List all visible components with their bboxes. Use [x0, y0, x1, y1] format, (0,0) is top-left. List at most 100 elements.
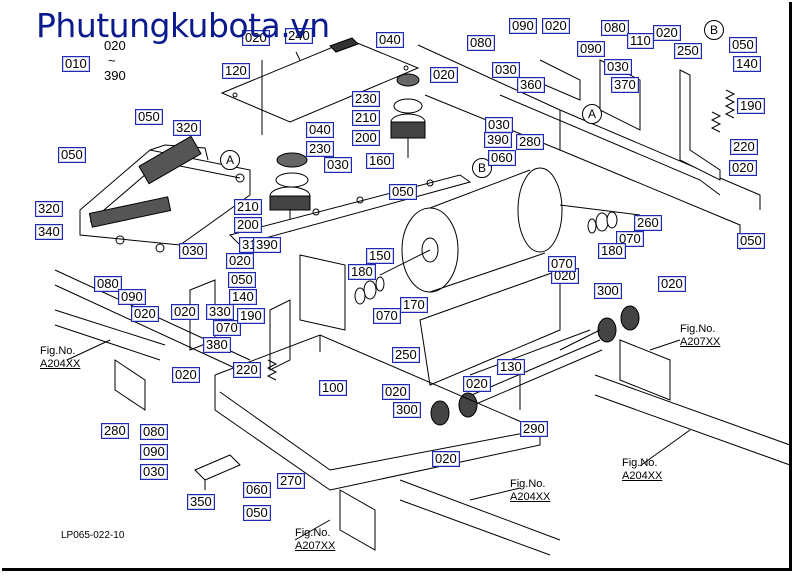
fig-ref: Fig.No.A207XX — [680, 323, 721, 348]
part-callout[interactable]: 040 — [306, 122, 334, 138]
part-callout[interactable]: 160 — [366, 153, 394, 169]
part-callout[interactable]: 140 — [733, 56, 761, 72]
part-callout[interactable]: 020 — [226, 253, 254, 269]
part-callout[interactable]: 390 — [253, 237, 281, 253]
fig-ref: Fig.No.A204XX — [510, 478, 551, 503]
part-callout[interactable]: 120 — [222, 63, 250, 79]
part-callout[interactable]: 260 — [634, 215, 662, 231]
part-callout[interactable]: 320 — [35, 201, 63, 217]
part-callout[interactable]: 020 — [382, 384, 410, 400]
part-callout[interactable]: 100 — [319, 380, 347, 396]
part-callout[interactable]: 080 — [140, 424, 168, 440]
part-callout[interactable]: 020 — [171, 304, 199, 320]
part-callout[interactable]: 090 — [118, 289, 146, 305]
diagram-frame — [2, 2, 792, 571]
part-callout[interactable]: 070 — [373, 308, 401, 324]
part-callout[interactable]: 020 — [463, 376, 491, 392]
part-callout[interactable]: 240 — [285, 28, 313, 44]
part-callout[interactable]: 360 — [517, 77, 545, 93]
circle-letter-b: B — [472, 158, 492, 178]
part-callout[interactable]: 210 — [234, 199, 262, 215]
range-to: 390 — [104, 68, 126, 83]
part-range-note: 020 ~ 390 — [104, 38, 126, 83]
part-callout[interactable]: 070 — [548, 256, 576, 272]
part-callout[interactable]: 210 — [352, 110, 380, 126]
part-callout[interactable]: 300 — [393, 402, 421, 418]
part-callout[interactable]: 060 — [488, 150, 516, 166]
part-callout[interactable]: 370 — [611, 77, 639, 93]
part-callout[interactable]: 340 — [35, 224, 63, 240]
circle-letter-a: A — [220, 150, 240, 170]
part-callout[interactable]: 040 — [376, 32, 404, 48]
part-callout[interactable]: 020 — [653, 25, 681, 41]
part-callout[interactable]: 190 — [737, 98, 765, 114]
part-callout[interactable]: 050 — [737, 233, 765, 249]
part-callout[interactable]: 030 — [485, 117, 513, 133]
range-tilde: ~ — [108, 53, 116, 68]
part-callout[interactable]: 330 — [206, 304, 234, 320]
part-callout[interactable]: 020 — [542, 18, 570, 34]
part-callout[interactable]: 110 — [627, 33, 654, 49]
part-callout[interactable]: 380 — [203, 337, 231, 353]
part-callout[interactable]: 010 — [62, 56, 90, 72]
part-callout[interactable]: 190 — [237, 308, 265, 324]
part-callout[interactable]: 220 — [730, 139, 758, 155]
part-callout[interactable]: 020 — [658, 276, 686, 292]
part-callout[interactable]: 250 — [392, 347, 420, 363]
part-callout[interactable]: 030 — [492, 62, 520, 78]
part-callout[interactable]: 180 — [348, 264, 376, 280]
part-callout[interactable]: 090 — [577, 41, 605, 57]
part-callout[interactable]: 030 — [604, 59, 632, 75]
cover-plate — [220, 39, 420, 123]
part-callout[interactable]: 140 — [229, 289, 257, 305]
part-callout[interactable]: 030 — [324, 157, 352, 173]
part-callout[interactable]: 080 — [94, 276, 122, 292]
part-callout[interactable]: 180 — [598, 243, 626, 259]
part-callout[interactable]: 020 — [172, 367, 200, 383]
part-callout[interactable]: 030 — [179, 243, 207, 259]
part-callout[interactable]: 020 — [729, 160, 757, 176]
part-callout[interactable]: 300 — [594, 283, 622, 299]
part-callout[interactable]: 030 — [140, 464, 168, 480]
part-callout[interactable]: 220 — [233, 362, 261, 378]
part-callout[interactable]: 200 — [352, 130, 380, 146]
part-callout[interactable]: 050 — [243, 505, 271, 521]
part-callout[interactable]: 150 — [366, 248, 394, 264]
part-callout[interactable]: 050 — [729, 37, 757, 53]
part-callout[interactable]: 280 — [516, 134, 544, 150]
part-callout[interactable]: 020 — [430, 67, 458, 83]
part-callout[interactable]: 060 — [243, 482, 271, 498]
part-callout[interactable]: 020 — [432, 451, 460, 467]
circle-letter-b: B — [704, 20, 724, 40]
part-callout[interactable]: 350 — [187, 494, 215, 510]
part-callout[interactable]: 020 — [242, 30, 270, 46]
part-callout[interactable]: 290 — [520, 421, 548, 437]
part-callout[interactable]: 050 — [58, 147, 86, 163]
part-callout[interactable]: 050 — [389, 184, 417, 200]
part-callout[interactable]: 050 — [135, 109, 163, 125]
part-callout[interactable]: 320 — [173, 120, 201, 136]
part-callout[interactable]: 270 — [277, 473, 305, 489]
part-callout[interactable]: 250 — [674, 43, 702, 59]
part-callout[interactable]: 280 — [101, 423, 129, 439]
part-callout[interactable]: 020 — [131, 306, 159, 322]
part-callout[interactable]: 050 — [228, 272, 256, 288]
part-callout[interactable]: 230 — [352, 91, 380, 107]
frame-top — [417, 44, 761, 210]
part-callout[interactable]: 070 — [213, 320, 241, 336]
part-callout[interactable]: 170 — [400, 297, 428, 313]
watermark-text: Phutungkubota.vn — [36, 6, 330, 45]
part-callout[interactable]: 080 — [601, 20, 629, 36]
part-callout[interactable]: 230 — [306, 141, 334, 157]
drawing-code: LP065-022-10 — [61, 530, 125, 541]
part-callout[interactable]: 090 — [509, 18, 537, 34]
fig-ref: Fig.No.A207XX — [295, 527, 336, 552]
part-callout[interactable]: 200 — [234, 217, 262, 233]
part-callout[interactable]: 130 — [497, 359, 525, 375]
part-callout[interactable]: 390 — [484, 132, 512, 148]
part-callout[interactable]: 080 — [467, 35, 495, 51]
part-callout[interactable]: 090 — [140, 444, 168, 460]
fig-ref: Fig.No.A204XX — [40, 345, 81, 370]
